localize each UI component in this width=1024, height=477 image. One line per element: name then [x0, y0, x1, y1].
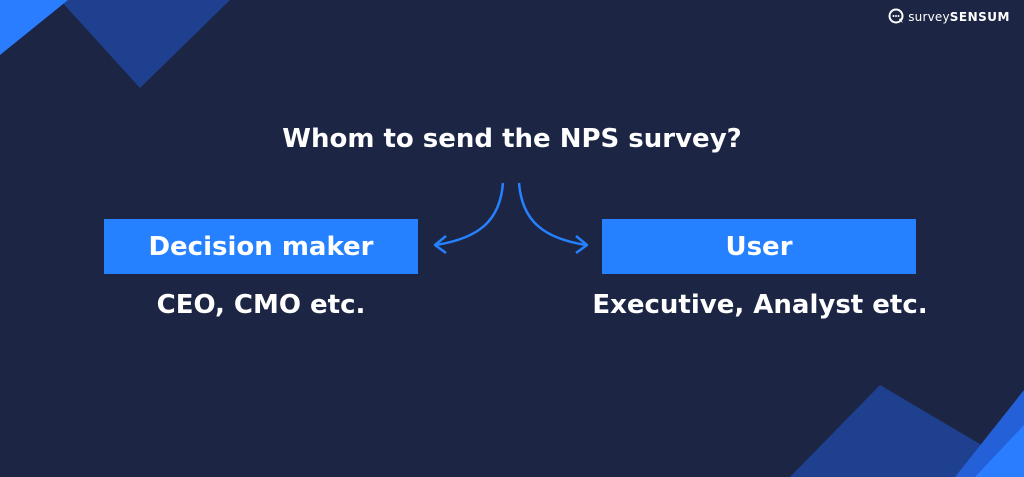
- brand-name: surveySENSUM: [908, 10, 1010, 24]
- brand-name-light: survey: [908, 9, 950, 24]
- bottom-right-bright-triangle: [975, 425, 1024, 477]
- left-branch-arrow: [435, 182, 505, 247]
- brand-logo: surveySENSUM: [888, 8, 1010, 25]
- question-title: Whom to send the NPS survey?: [282, 124, 742, 154]
- top-left-dark-triangle: [60, 0, 230, 88]
- right-arrowhead: [575, 235, 589, 255]
- decision-maker-label: Decision maker: [148, 231, 374, 262]
- chat-bubble-logo-icon: [888, 8, 904, 24]
- right-branch-arrow: [517, 182, 587, 247]
- brand-name-bold: SENSUM: [949, 9, 1010, 24]
- bottom-right-dark-triangle: [790, 385, 1024, 477]
- decision-maker-examples: CEO, CMO etc.: [156, 290, 366, 320]
- top-left-bright-triangle: [0, 0, 68, 55]
- user-examples: Executive, Analyst etc.: [592, 290, 928, 320]
- user-label: User: [725, 231, 793, 262]
- user-box: User: [602, 219, 916, 274]
- decision-maker-box: Decision maker: [104, 219, 418, 274]
- left-arrowhead: [433, 235, 447, 255]
